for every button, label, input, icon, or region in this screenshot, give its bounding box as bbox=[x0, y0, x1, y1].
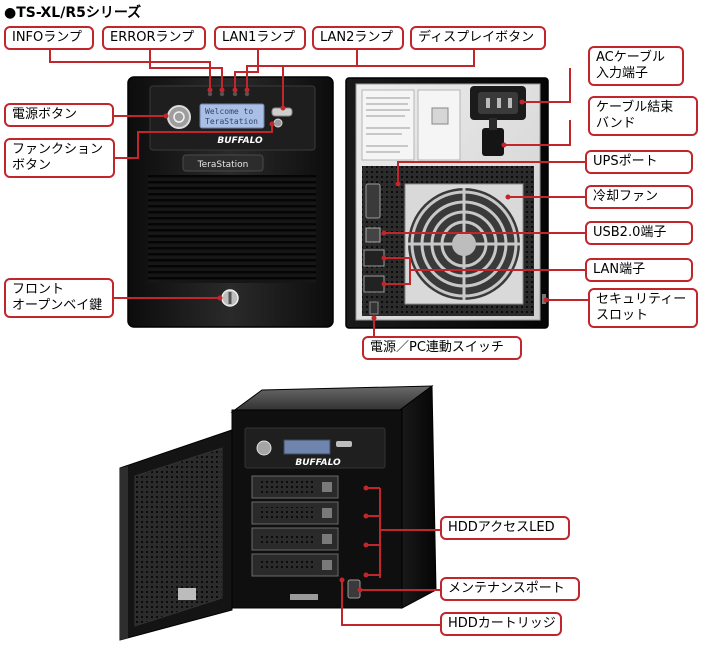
lcd-line-1: Welcome to bbox=[205, 107, 253, 116]
label-function-button: ファンクション ボタン bbox=[4, 138, 115, 178]
lan-port-1-graphic bbox=[363, 249, 385, 267]
hdd-cartridges bbox=[251, 475, 339, 577]
function-button-graphic bbox=[273, 118, 283, 128]
label-maintenance-port: メンテナンスポート bbox=[440, 577, 580, 601]
label-lan2-lamp: LAN2ランプ bbox=[312, 26, 404, 50]
status-led-row bbox=[207, 91, 250, 97]
lan-port-2-graphic bbox=[363, 275, 385, 293]
label-info-lamp: INFOランプ bbox=[4, 26, 94, 50]
label-power-button: 電源ボタン bbox=[4, 103, 114, 127]
label-hdd-access-led: HDDアクセスLED bbox=[440, 516, 570, 540]
model-name: TeraStation bbox=[197, 160, 249, 170]
label-lan1-lamp: LAN1ランプ bbox=[214, 26, 306, 50]
lcd-display: Welcome to TeraStation bbox=[199, 103, 265, 129]
label-power-pc-switch: 電源／PC連動スイッチ bbox=[362, 336, 522, 360]
label-cooling-fan: 冷却ファン bbox=[585, 185, 693, 209]
label-ac-input: ACケーブル 入力端子 bbox=[588, 46, 684, 86]
callout-dots bbox=[163, 87, 549, 593]
front-unit: Welcome to TeraStation BUFFALO TeraStati… bbox=[127, 76, 334, 328]
power-pc-switch-graphic bbox=[369, 301, 379, 315]
label-front-bay-key: フロント オープンベイ鍵 bbox=[4, 278, 114, 318]
ups-port-graphic bbox=[365, 183, 381, 219]
label-hdd-cartridge: HDDカートリッジ bbox=[440, 612, 562, 636]
cable-tie-graphic bbox=[482, 128, 504, 156]
rear-unit bbox=[345, 77, 549, 329]
brand-logo-2: BUFFALO bbox=[295, 458, 341, 468]
label-usb-port: USB2.0端子 bbox=[585, 221, 693, 245]
ac-inlet-graphic bbox=[470, 86, 526, 120]
open-bay-unit: BUFFALO bbox=[119, 385, 437, 641]
power-button-graphic bbox=[167, 105, 191, 129]
label-ups-port: UPSポート bbox=[585, 150, 693, 174]
page-title: ●TS-XL/R5シリーズ bbox=[4, 5, 142, 21]
lcd-line-2: TeraStation bbox=[205, 117, 258, 126]
label-security-slot: セキュリティー スロット bbox=[588, 288, 698, 328]
label-display-button: ディスプレイボタン bbox=[410, 26, 546, 50]
usb-port-graphic bbox=[365, 227, 381, 243]
label-lan-port: LAN端子 bbox=[585, 258, 693, 282]
cooling-fan-graphic bbox=[404, 183, 524, 305]
front-grill bbox=[148, 175, 316, 283]
label-error-lamp: ERRORランプ bbox=[102, 26, 206, 50]
front-bay-lock-graphic bbox=[221, 289, 239, 307]
brand-logo: BUFFALO bbox=[217, 136, 263, 146]
label-cable-tie-band: ケーブル結束 バンド bbox=[588, 96, 698, 136]
